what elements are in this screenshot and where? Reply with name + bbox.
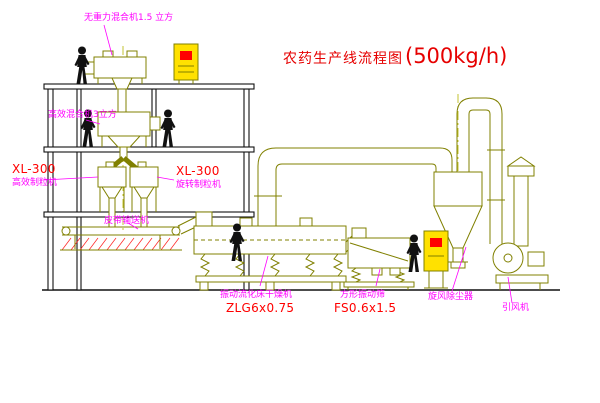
spring — [350, 267, 362, 283]
label-dryer-model: ZLG6x0.75 — [226, 301, 295, 315]
gravity-free-mixer — [83, 50, 147, 113]
label-high-efficiency-mixer: 高效混合机3立方 — [48, 110, 117, 120]
worker-figure — [160, 109, 176, 147]
label-granulator-left-name: 高效制粒机 — [12, 178, 58, 188]
label-dryer-name: 振动流化床干燥机 — [220, 290, 293, 300]
spring — [269, 253, 281, 277]
title-text: 农药生产线流程图 — [283, 51, 403, 67]
label-granulator-right-model: XL-300 — [176, 164, 220, 178]
cabinet-indicator — [430, 238, 442, 247]
cabinet-indicator — [180, 51, 192, 60]
building-structure — [42, 83, 560, 291]
control-cabinet-lower — [423, 230, 449, 289]
high-efficiency-mixer — [97, 111, 161, 160]
spring — [234, 253, 246, 277]
foundation-hatch — [61, 237, 180, 251]
label-gravity-free-mixer: 无重力混合机1.5 立方 — [84, 13, 174, 23]
exhaust-duct — [254, 147, 453, 226]
label-fan: 引风机 — [502, 303, 530, 313]
induced-draft-fan — [492, 156, 549, 290]
spring — [199, 253, 211, 277]
label-granulator-right-name: 旋转制粒机 — [176, 180, 222, 190]
title-capacity: (500kg/h) — [405, 44, 508, 68]
equipment — [60, 43, 549, 291]
square-vibrating-sieve — [343, 227, 415, 290]
leader-lines — [43, 24, 513, 304]
drawing-title: 农药生产线流程图 (500kg/h) — [283, 44, 507, 68]
spring — [332, 253, 344, 277]
cyclone-separator — [433, 97, 505, 269]
label-granulator-left-model: XL-300 — [12, 162, 56, 176]
control-cabinet-upper — [173, 43, 199, 84]
label-cyclone: 旋风除尘器 — [428, 292, 474, 302]
label-sieve-name: 方形振动筛 — [340, 290, 386, 300]
spring — [304, 253, 316, 277]
fluid-bed-dryer — [193, 211, 347, 291]
label-belt-conveyor: 皮带输送机 — [104, 216, 150, 226]
label-sieve-model: FS0.6x1.5 — [334, 301, 397, 315]
